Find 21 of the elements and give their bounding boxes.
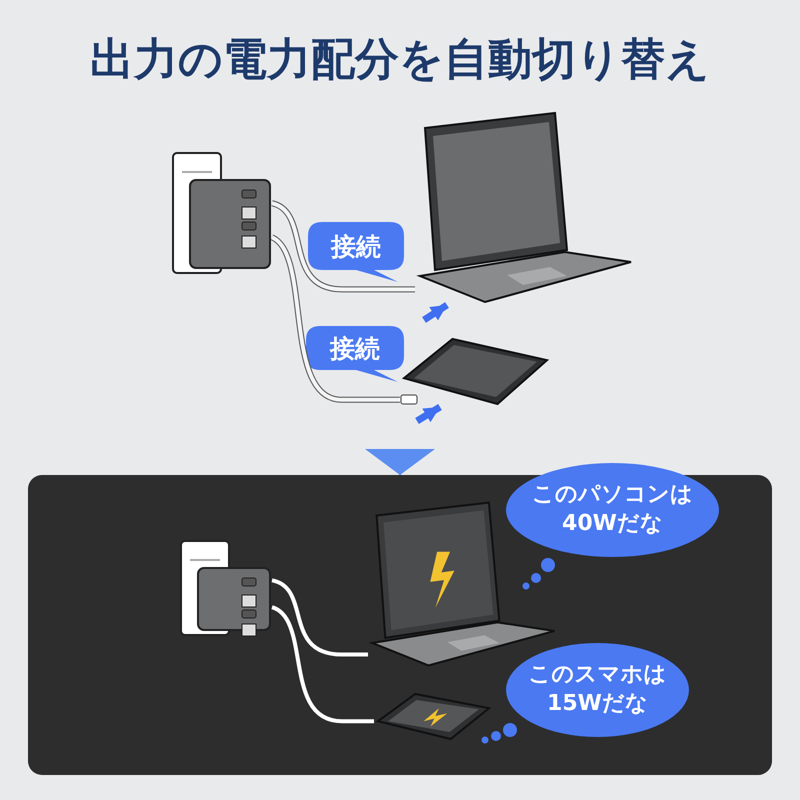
tablet-drawing <box>400 335 550 407</box>
thought-bubble <box>505 462 720 558</box>
bubble-text: 接続 <box>330 332 380 364</box>
arrow <box>422 302 449 323</box>
thought-bubble <box>505 642 690 738</box>
speech-bubble <box>308 222 404 282</box>
arrow <box>415 404 442 424</box>
charger-drawing <box>172 152 272 274</box>
bubble-text: 接続 <box>331 230 381 262</box>
bubble-text: このスマホは15Wだな <box>528 661 668 718</box>
charger-drawing <box>180 540 272 636</box>
panel-background <box>28 475 772 775</box>
arrow <box>365 449 435 475</box>
cable <box>271 201 415 292</box>
cable <box>271 605 374 724</box>
cable <box>271 578 368 657</box>
speech-bubble <box>306 326 404 382</box>
title: 出力の電力配分を自動切り替え <box>89 33 711 87</box>
bubble-text: このパソコンは40Wだな <box>531 481 694 538</box>
cable <box>270 236 400 402</box>
smartphone-drawing <box>374 690 492 742</box>
